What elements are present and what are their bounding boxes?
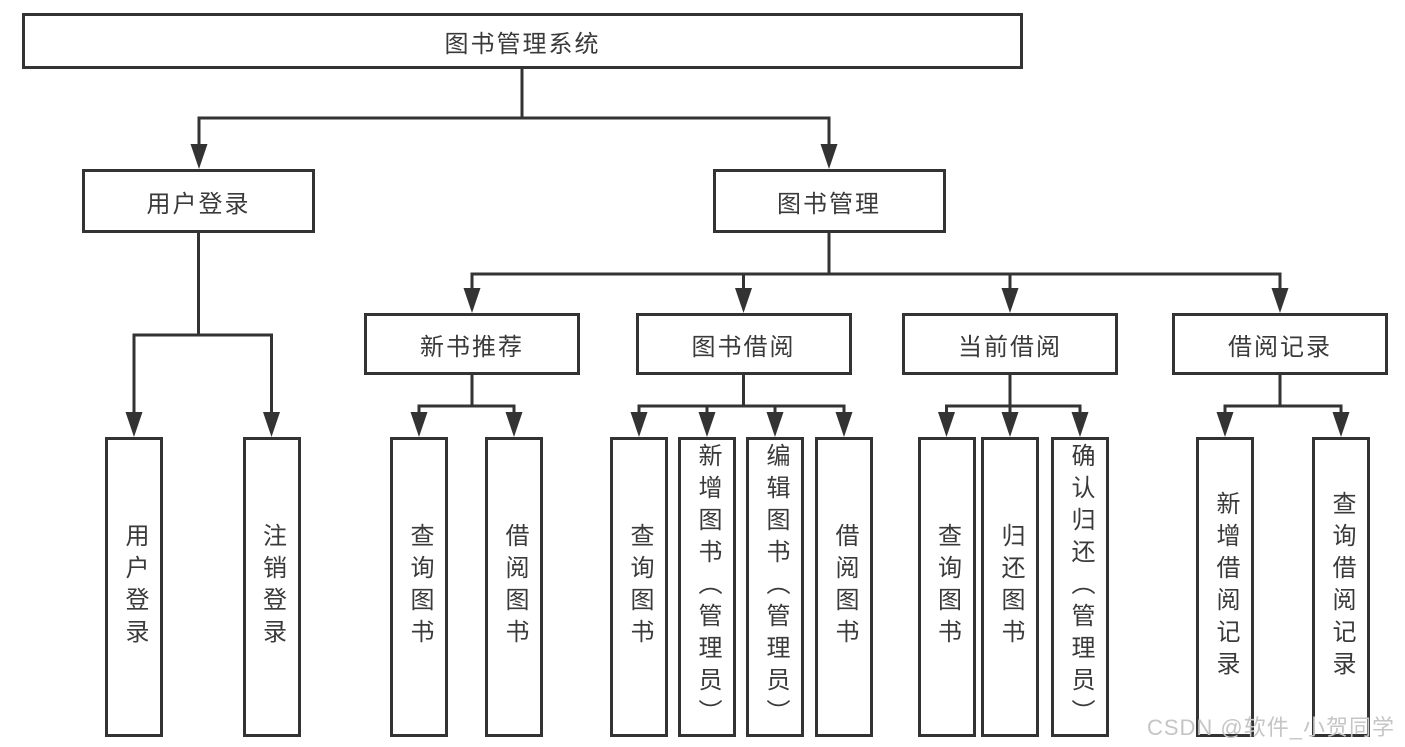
node-new-book-recommend: 新书推荐 [364, 313, 580, 375]
leaf-return-book: 归还图书 [981, 437, 1039, 737]
node-book-management: 图书管理 [712, 169, 946, 233]
leaf-borrow-books-recommend: 借阅图书 [485, 437, 543, 737]
leaf-edit-book-admin: 编辑图书（管理员） [746, 437, 804, 737]
leaf-query-borrow-record: 查询借阅记录 [1312, 437, 1370, 737]
leaf-borrow-books: 借阅图书 [815, 437, 873, 737]
leaf-query-books-recommend: 查询图书 [390, 437, 448, 737]
leaf-add-book-admin: 新增图书（管理员） [678, 437, 736, 737]
leaf-user-login: 用户登录 [105, 437, 163, 737]
node-book-borrow: 图书借阅 [635, 313, 852, 375]
node-library-management-system: 图书管理系统 [22, 13, 1023, 69]
node-borrow-records: 借阅记录 [1172, 313, 1388, 375]
node-current-borrow: 当前借阅 [902, 313, 1118, 375]
node-user-login: 用户登录 [82, 169, 315, 233]
leaf-logout: 注销登录 [242, 437, 301, 737]
leaf-confirm-return-admin: 确认归还（管理员） [1051, 437, 1109, 737]
csdn-watermark: CSDN @软件_小贺同学 [1146, 715, 1395, 740]
leaf-query-books-current: 查询图书 [917, 437, 976, 737]
leaf-query-books-borrow: 查询图书 [610, 437, 668, 737]
leaf-add-borrow-record: 新增借阅记录 [1196, 437, 1254, 737]
